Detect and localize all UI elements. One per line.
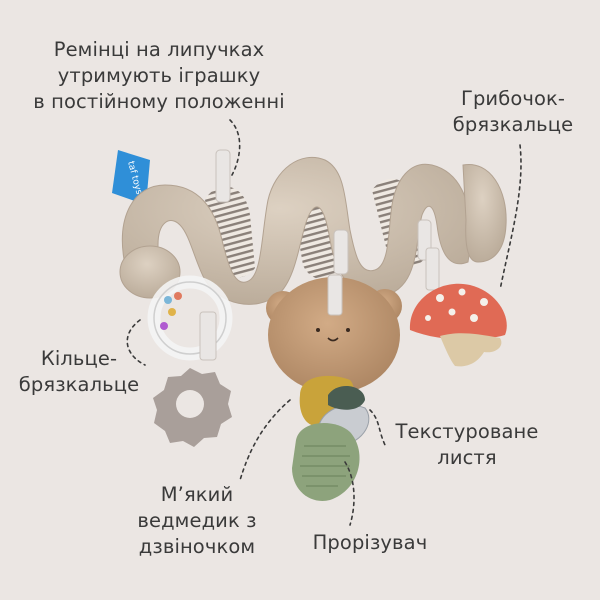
ring-rattle: [147, 275, 233, 361]
callout-lines: [126, 119, 522, 526]
label-mushroom-line-1: Грибочок-: [460, 87, 566, 110]
label-bear-line-2: ведмедик з: [137, 509, 257, 532]
label-ring: Кільце- брязкальце: [8, 346, 150, 398]
label-leaves: Текстуроване листя: [378, 419, 556, 471]
label-mushroom-line-2: брязкальце: [452, 113, 574, 136]
textured-leaves: [299, 375, 370, 447]
label-leaves-line-1: Текстуроване: [395, 420, 539, 443]
mushroom-rattle: [409, 247, 507, 367]
label-straps-line-2: утримують іграшку: [57, 64, 261, 87]
label-straps: Ремінці на липучках утримують іграшку в …: [25, 37, 293, 115]
leaf-teether: [292, 422, 360, 501]
label-bear: М’який ведмедик з дзвіночком: [122, 482, 272, 560]
label-teether-line-1: Прорізувач: [312, 531, 428, 554]
label-mushroom: Грибочок- брязкальце: [433, 86, 593, 138]
label-ring-line-2: брязкальце: [18, 373, 140, 396]
label-straps-line-1: Ремінці на липучках: [53, 38, 265, 61]
sun-teether: [153, 368, 232, 447]
label-bear-line-1: М’який: [160, 483, 234, 506]
label-teether: Прорізувач: [295, 530, 445, 556]
brand-tag: taf toys: [112, 150, 150, 205]
label-ring-line-1: Кільце-: [40, 347, 118, 370]
label-leaves-line-2: листя: [437, 446, 497, 469]
label-bear-line-3: дзвіночком: [138, 535, 256, 558]
bear-toy: [266, 274, 402, 393]
label-straps-line-3: в постійному положенні: [33, 90, 285, 113]
velcro-straps: [215, 149, 432, 275]
